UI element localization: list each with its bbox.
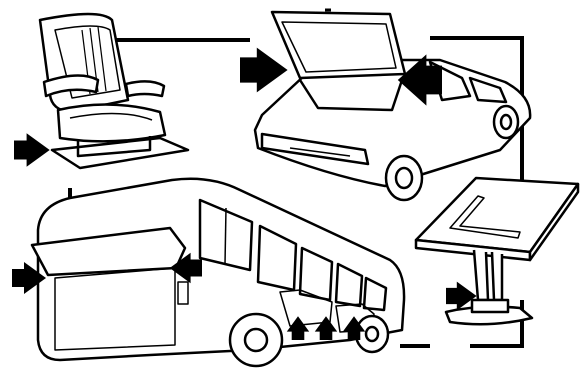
seat-arrow <box>14 133 50 167</box>
drafting-table-drawing <box>416 178 578 324</box>
seat-drawing <box>40 14 188 168</box>
arrow-right-icon <box>240 48 288 93</box>
arrow-right-icon <box>14 133 50 167</box>
